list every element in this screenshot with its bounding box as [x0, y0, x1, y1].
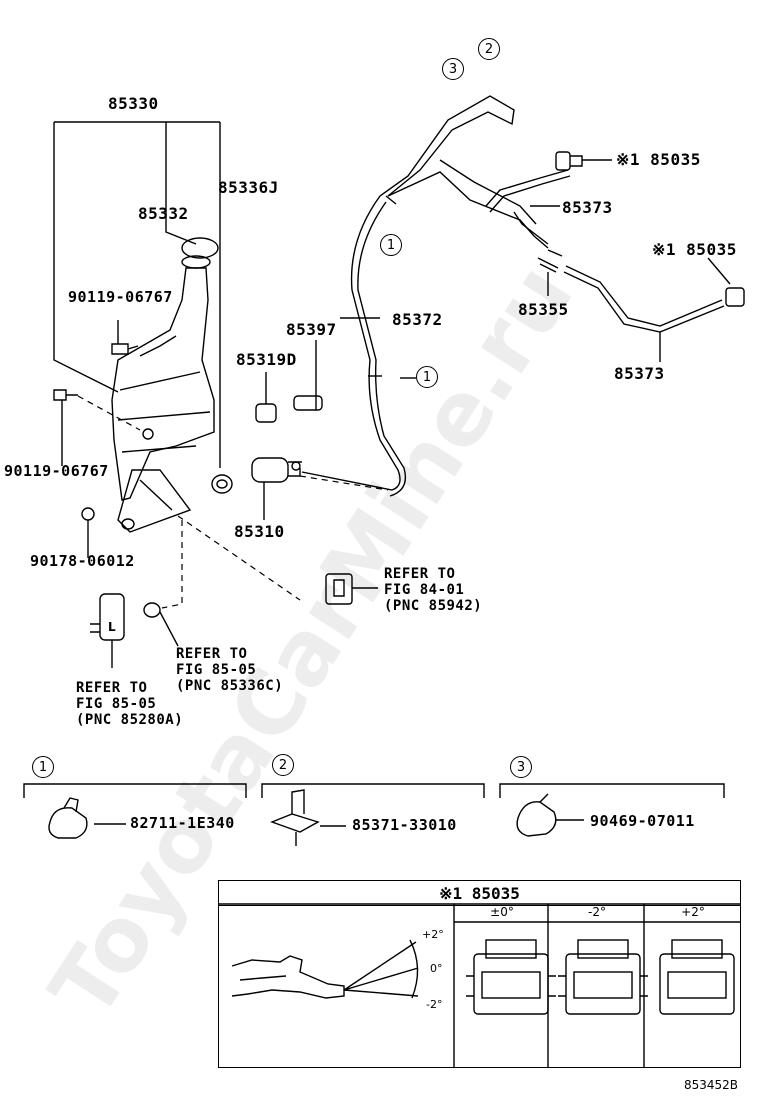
detail-part-85371: 85371-33010	[352, 816, 457, 834]
label-85310: 85310	[234, 522, 285, 541]
hose-85373-lower	[563, 265, 725, 362]
connector-85942	[325, 573, 378, 605]
nozzle-85035-lower	[707, 257, 745, 307]
bolt-90119-upper	[111, 320, 139, 355]
grommet-85319d	[255, 372, 277, 423]
clamp-82711-1e340	[48, 797, 126, 839]
label-85332: 85332	[138, 204, 189, 223]
nozzle-angle-drawing	[231, 939, 419, 999]
leader-85332	[165, 122, 197, 245]
label-85373-lower: 85373	[614, 364, 665, 383]
refer-note-85280a: REFER TO FIG 85-05 (PNC 85280A)	[76, 680, 184, 729]
callout-2: 2	[478, 38, 500, 60]
nut-90178	[81, 507, 95, 558]
hose-85373-upper	[485, 169, 571, 245]
label-85319d: 85319D	[236, 350, 297, 369]
nozzle-angle-table: ※1 85035 ±0° -2° +2°	[218, 880, 741, 1068]
detail-part-82711: 82711-1E340	[130, 814, 235, 832]
label-85336j: 85336J	[218, 178, 279, 197]
angle-0: 0°	[430, 962, 443, 975]
detail-part-90469: 90469-07011	[590, 812, 695, 830]
refer-note-85336c: REFER TO FIG 85-05 (PNC 85336C)	[176, 646, 284, 695]
connector-view-plus2	[659, 939, 735, 1015]
label-85355: 85355	[518, 300, 569, 319]
hose-85372	[301, 95, 549, 497]
detail-callout-3: 3	[510, 756, 532, 778]
tag-l: L	[108, 620, 116, 634]
joint-85355	[537, 249, 563, 296]
label-85330: 85330	[108, 94, 159, 113]
label-90119-upper: 90119-06767	[68, 288, 173, 306]
table-title: ※1 85035	[219, 881, 740, 906]
angle-minus2: -2°	[426, 998, 443, 1011]
table-col-plus2: +2°	[681, 905, 705, 919]
callout-3: 3	[442, 58, 464, 80]
label-90119-lower: 90119-06767	[4, 462, 109, 480]
table-col-minus2: -2°	[588, 905, 606, 919]
clip-85371-33010	[270, 789, 346, 846]
label-85035-lower: ※1 85035	[652, 240, 737, 259]
label-85373-upper: 85373	[562, 198, 613, 217]
label-85372: 85372	[392, 310, 443, 329]
callout-1-upper: 1	[380, 234, 402, 256]
angle-plus2: +2°	[422, 928, 444, 941]
grommet-85336c	[143, 602, 179, 647]
callout-1-lower: 1	[416, 366, 438, 388]
figure-ref: 853452B	[684, 1078, 739, 1092]
grommet-85336j	[211, 474, 233, 494]
clamp-90469-07011	[516, 793, 584, 837]
washer-tank	[111, 255, 215, 533]
washer-pump-85310	[251, 457, 302, 520]
table-col-0: ±0°	[490, 905, 514, 919]
detail-callout-2: 2	[272, 754, 294, 776]
cap-85332	[181, 237, 219, 259]
label-90178: 90178-06012	[30, 552, 135, 570]
joint-85397	[293, 340, 323, 411]
washer-motor-85280a	[90, 593, 125, 668]
detail-callout-1: 1	[32, 756, 54, 778]
label-85397: 85397	[286, 320, 337, 339]
label-85035-upper: ※1 85035	[616, 150, 701, 169]
nozzle-85035-upper	[555, 151, 612, 171]
bolt-90119-lower	[53, 389, 78, 466]
leader-85330	[53, 121, 221, 468]
refer-note-85942: REFER TO FIG 84-01 (PNC 85942)	[384, 566, 483, 615]
